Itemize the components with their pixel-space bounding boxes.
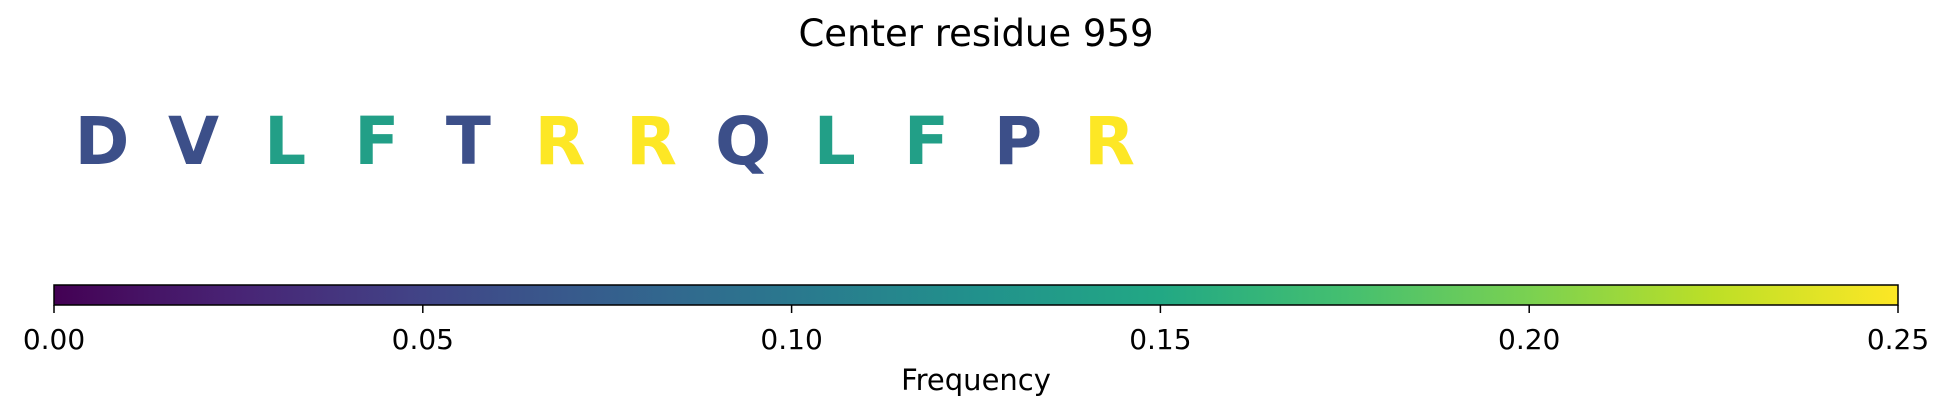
residue-letter: R	[1084, 103, 1135, 180]
colorbar-tick-label: 0.10	[760, 323, 822, 356]
residue-letter: Q	[715, 103, 771, 180]
colorbar-gradient	[53, 284, 1899, 306]
colorbar-tick-label: 0.00	[23, 323, 85, 356]
residue-letter: V	[168, 103, 219, 180]
colorbar-tick-label: 0.15	[1129, 323, 1191, 356]
residue-letter: L	[814, 103, 856, 180]
residue-letter: T	[446, 103, 491, 180]
residue-letter: R	[626, 103, 677, 180]
residue-letter: F	[354, 103, 399, 180]
residue-letter: P	[994, 103, 1042, 180]
colorbar-tick-label: 0.05	[392, 323, 454, 356]
colorbar-tick-label: 0.25	[1867, 323, 1929, 356]
colorbar: 0.00 0.05 0.10 0.15 0.20 0.25 Frequency	[23, 284, 1929, 397]
residue-letter: R	[535, 103, 586, 180]
residue-letter: F	[904, 103, 949, 180]
residue-letter: D	[75, 103, 130, 180]
residue-letter: L	[264, 103, 306, 180]
colorbar-tick-label: 0.20	[1498, 323, 1560, 356]
colorbar-ticks: 0.00 0.05 0.10 0.15 0.20 0.25	[23, 305, 1929, 356]
colorbar-label: Frequency	[901, 363, 1051, 397]
chart-title: Center residue 959	[798, 12, 1154, 55]
